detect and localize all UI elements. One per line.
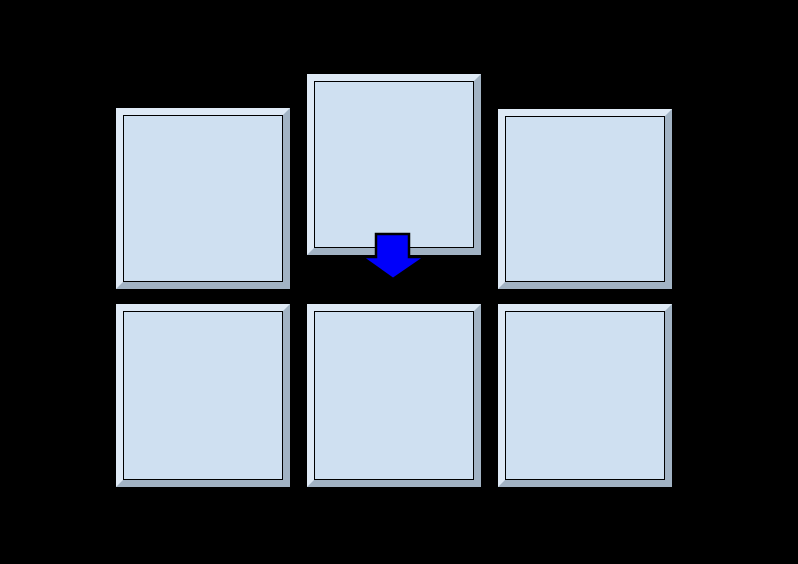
square-bottom-middle [306,303,482,488]
down-arrow-shape [361,232,427,281]
square-top-middle [306,73,482,256]
square-bottom-left [115,303,291,488]
down-arrow-icon [361,232,427,281]
square-bottom-right [497,303,673,488]
square-face-bottom-right [505,311,665,480]
square-face-bottom-left [123,311,283,480]
square-top-left [115,107,291,290]
square-face-top-left [123,115,283,282]
square-face-bottom-middle [314,311,474,480]
square-face-top-right [505,116,665,282]
square-top-right [497,108,673,290]
square-face-top-middle [314,81,474,248]
